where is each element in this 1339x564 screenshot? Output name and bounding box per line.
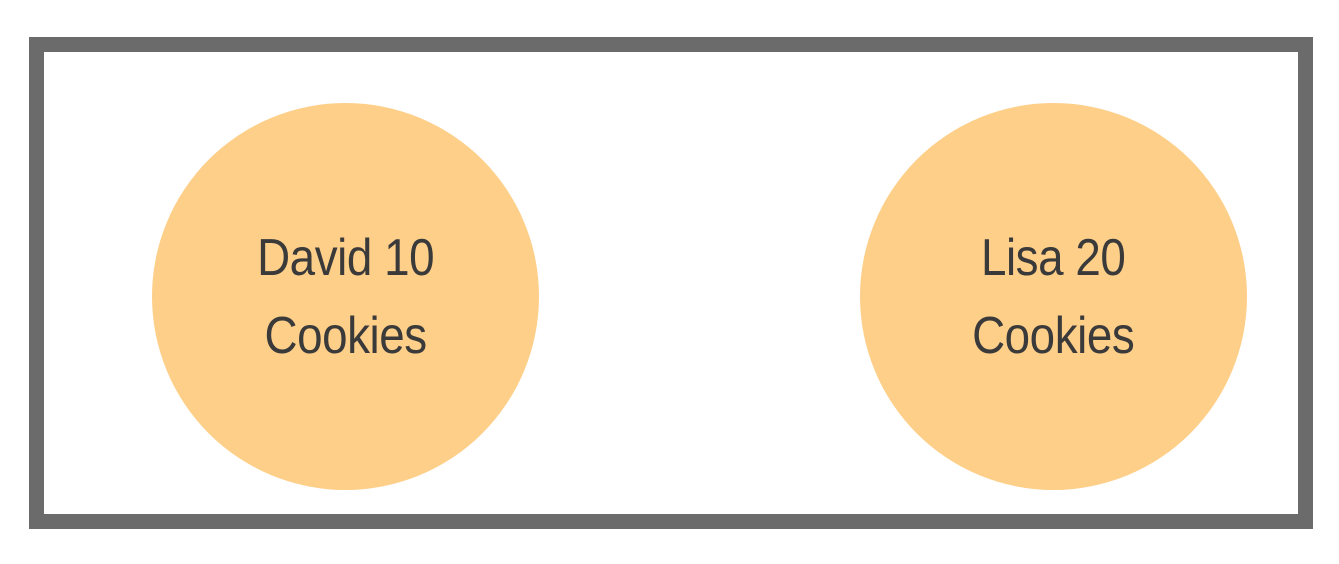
circle-label: David 10 Cookies bbox=[256, 219, 435, 375]
circle-lisa: Lisa 20 Cookies bbox=[860, 103, 1247, 490]
circle-label-line1: Lisa 20 bbox=[981, 228, 1126, 287]
circle-label-line2: Cookies bbox=[972, 306, 1135, 365]
circle-david: David 10 Cookies bbox=[152, 103, 539, 490]
circle-label: Lisa 20 Cookies bbox=[972, 219, 1135, 375]
diagram-frame: David 10 Cookies Lisa 20 Cookies bbox=[29, 37, 1313, 529]
circle-label-line2: Cookies bbox=[264, 306, 427, 365]
circle-label-line1: David 10 bbox=[256, 228, 435, 287]
